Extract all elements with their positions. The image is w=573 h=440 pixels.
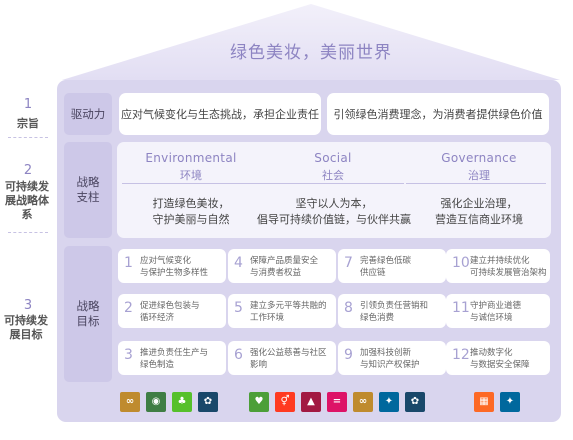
sdg-15-icon: ♣ [172, 392, 192, 412]
goal-card-2: 2 促进绿色包装与 循环经济 [118, 294, 226, 328]
rail-label-purpose: 宗旨 [17, 117, 39, 130]
goal-text: 强化公益慈善与社区 影响 [250, 348, 327, 370]
sdg-8-icon: ▲ [301, 392, 321, 412]
pillar-title-governance: Governance [441, 151, 517, 165]
roof-title: 绿色美妆，美丽世界 [230, 43, 392, 63]
goal-text: 加强科技创新 与知识产权保护 [360, 348, 420, 370]
goal-card-10: 10 建立并持续优化 可持续发展管治架构 [446, 249, 550, 283]
goal-text: 应对气候变化 与保护生物多样性 [140, 256, 209, 278]
rail-label-strategy: 可持续发展战略体系 [5, 180, 49, 221]
goal-text: 引领负责任营销和 绿色消费 [360, 301, 429, 323]
row-label-driver: 驱动力 [64, 93, 112, 135]
goal-number: 5 [234, 300, 243, 316]
rail-divider [8, 232, 48, 233]
goal-text: 推进负责任生产与 绿色制造 [140, 348, 209, 370]
pillar-desc-social: 坚守以人为本， 倡导可持续价值链，与伙伴共赢 [257, 197, 411, 226]
goal-card-11: 11 守护商业道德 与诚信环境 [446, 294, 550, 328]
row-label-pillars: 战略支柱 [64, 142, 112, 238]
sdg-9-icon: ▦ [474, 392, 494, 412]
pillar-title-social: Social [314, 151, 352, 165]
pillar-divider [122, 183, 262, 184]
sdg-5-icon: ⚥ [275, 392, 295, 412]
sdg-17-icon: ✿ [405, 392, 425, 412]
rail-label-goals: 可持续发展目标 [4, 314, 48, 341]
sdg-12-icon: ∞ [353, 392, 373, 412]
pillar-title-environmental: Environmental [145, 151, 237, 165]
rail-number-3: 3 [23, 298, 33, 313]
sdg-16-icon: ✦ [500, 392, 520, 412]
driver-card-2: 引领绿色消费理念，为消费者提供绿色价值 [327, 93, 549, 135]
goal-card-12: 12 推动数字化 与数据安全保障 [446, 341, 550, 375]
goal-card-3: 3 推进负责任生产与 绿色制造 [118, 341, 226, 375]
sdg-12-icon: ∞ [120, 392, 140, 412]
goal-card-9: 9 加强科技创新 与知识产权保护 [338, 341, 446, 375]
goal-number: 11 [452, 300, 470, 316]
goal-number: 10 [452, 255, 470, 271]
driver-text-2: 引领绿色消费理念，为消费者提供绿色价值 [333, 108, 543, 121]
goal-number: 7 [344, 255, 353, 271]
row-label-goals: 战略目标 [64, 246, 112, 382]
goal-number: 1 [124, 255, 133, 271]
goal-card-4: 4 保障产品质量安全 与消费者权益 [228, 249, 336, 283]
goal-card-1: 1 应对气候变化 与保护生物多样性 [118, 249, 226, 283]
goal-text: 推动数字化 与数据安全保障 [470, 348, 530, 370]
sdg-10-icon: = [327, 392, 347, 412]
sdg-17-icon: ✿ [198, 392, 218, 412]
goal-text: 完善绿色低碳 供应链 [360, 256, 412, 278]
goal-card-7: 7 完善绿色低碳 供应链 [338, 249, 446, 283]
goal-number: 6 [234, 347, 243, 363]
goal-text: 促进绿色包装与 循环经济 [140, 301, 200, 323]
sdg-13-icon: ◉ [146, 392, 166, 412]
pillar-subtitle-society: 社会 [322, 169, 344, 182]
driver-text-1: 应对气候变化与生态挑战，承担企业责任 [121, 108, 319, 121]
pillar-subtitle-governance: 治理 [468, 169, 490, 182]
goal-number: 8 [344, 300, 353, 316]
rail-number-1: 1 [23, 97, 33, 112]
rail-number-2: 2 [23, 163, 33, 178]
goal-text: 建立并持续优化 可持续发展管治架构 [470, 256, 547, 278]
pillar-divider [406, 183, 546, 184]
goal-card-5: 5 建立多元平等共融的 工作环境 [228, 294, 336, 328]
rail-divider [8, 137, 48, 138]
goal-card-6: 6 强化公益慈善与社区 影响 [228, 341, 336, 375]
goal-card-8: 8 引领负责任营销和 绿色消费 [338, 294, 446, 328]
pillar-desc-environmental: 打造绿色美妆， 守护美丽与自然 [152, 197, 230, 226]
driver-card-1: 应对气候变化与生态挑战，承担企业责任 [119, 93, 321, 135]
goal-number: 4 [234, 255, 243, 271]
pillars-panel [117, 142, 551, 238]
goal-text: 保障产品质量安全 与消费者权益 [250, 256, 319, 278]
goal-text: 建立多元平等共融的 工作环境 [250, 301, 327, 323]
goal-number: 3 [124, 347, 133, 363]
roof-shape [62, 4, 560, 80]
pillar-divider [262, 183, 404, 184]
goal-number: 2 [124, 300, 133, 316]
sdg-16-icon: ✦ [379, 392, 399, 412]
sdg-3-icon: ♥ [249, 392, 269, 412]
pillar-desc-governance: 强化企业治理， 营造互信商业环境 [435, 197, 523, 226]
pillar-subtitle-environment: 环境 [180, 169, 202, 182]
goal-number: 9 [344, 347, 353, 363]
goal-text: 守护商业道德 与诚信环境 [470, 301, 522, 323]
goal-number: 12 [452, 347, 470, 363]
